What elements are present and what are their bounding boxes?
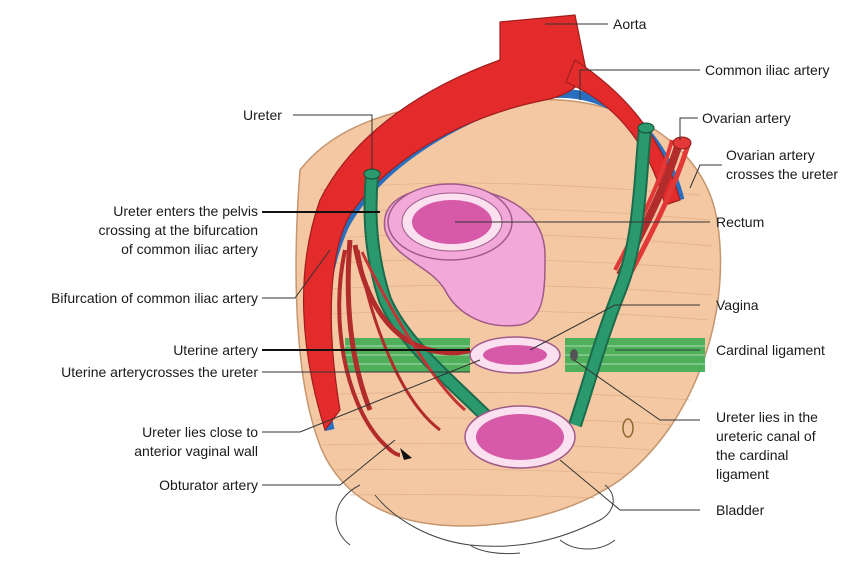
pelvis-outline-lower (470, 540, 615, 554)
label-ureter: Ureter (243, 107, 282, 123)
label-uterine-artery: Uterine artery (173, 342, 258, 358)
label-ureter-enters-line3: of common iliac artery (121, 241, 258, 257)
right-ureter-end (638, 123, 654, 133)
label-close-to-wall-line2: anterior vaginal wall (134, 443, 258, 459)
label-ovarian-crosses-line2: crosses the ureter (726, 166, 838, 182)
label-ureteric-canal-line2: ureteric canal of (716, 428, 816, 444)
left-ureter-end (364, 169, 380, 179)
label-close-to-wall-line1: Ureter lies close to (142, 424, 258, 440)
label-ovarian-artery: Ovarian artery (702, 110, 791, 126)
label-ureteric-canal-line4: ligament (716, 466, 769, 482)
label-aorta: Aorta (613, 16, 647, 32)
label-cardinal-ligament: Cardinal ligament (716, 342, 825, 358)
label-ureteric-canal-line1: Ureter lies in the (716, 409, 818, 425)
label-bladder: Bladder (716, 502, 765, 518)
label-ureter-enters-line1: Ureter enters the pelvis (113, 203, 258, 219)
label-common-iliac-artery: Common iliac artery (705, 62, 829, 78)
label-ureter-enters-line2: crossing at the bifurcation (98, 222, 258, 238)
label-bifurcation: Bifurcation of common iliac artery (51, 290, 258, 306)
label-vagina: Vagina (716, 297, 759, 313)
label-obturator-artery: Obturator artery (159, 477, 258, 493)
label-ureteric-canal-line3: the cardinal (716, 447, 788, 463)
bladder (465, 406, 575, 468)
label-rectum: Rectum (716, 214, 764, 230)
ureteric-canal-marker (570, 349, 578, 361)
vagina (470, 337, 560, 373)
label-uterine-crosses-ureter: Uterine arterycrosses the ureter (61, 364, 258, 380)
label-ovarian-crosses-line1: Ovarian artery (726, 147, 815, 163)
